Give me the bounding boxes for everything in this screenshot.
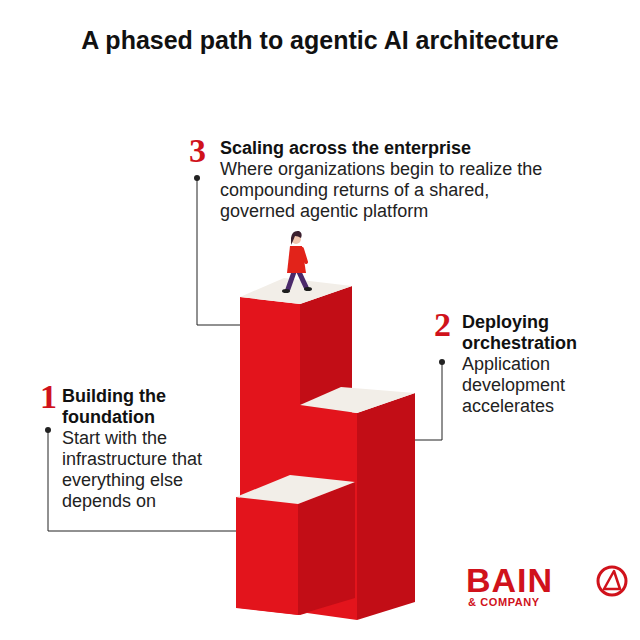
logo-mark	[598, 567, 626, 595]
block-side	[298, 482, 355, 615]
diagram-title: A phased path to agentic AI architecture	[0, 26, 640, 55]
callout-number: 2	[434, 308, 451, 342]
block-side	[357, 393, 415, 620]
block-top	[300, 387, 415, 413]
callout-number: 1	[40, 380, 57, 414]
step-callout: 3Scaling across the enterpriseWhere orga…	[220, 138, 545, 222]
step-callout: 2Deploying orchestrationApplication deve…	[462, 312, 612, 417]
leader-dot	[439, 359, 445, 365]
step-body: Start with the infrastructure that every…	[62, 428, 237, 512]
block-top	[236, 475, 355, 504]
leader-dot	[194, 175, 200, 181]
step-body: Where organizations begin to realize the…	[220, 159, 545, 222]
leader-line	[48, 178, 442, 531]
step-heading: Deploying orchestration	[462, 312, 612, 354]
block-front	[236, 497, 298, 615]
person-figure	[282, 231, 312, 293]
step-callout: 1Building the foundationStart with the i…	[62, 386, 237, 512]
step-heading: Building the foundation	[62, 386, 237, 428]
column-top	[240, 278, 352, 304]
step-body: Application development accelerates	[462, 354, 612, 417]
brand-name: BAIN	[466, 563, 553, 597]
callout-number: 3	[189, 134, 206, 168]
brand-subtitle: & COMPANY	[468, 596, 540, 608]
step-heading: Scaling across the enterprise	[220, 138, 545, 159]
leader-dot	[45, 427, 51, 433]
